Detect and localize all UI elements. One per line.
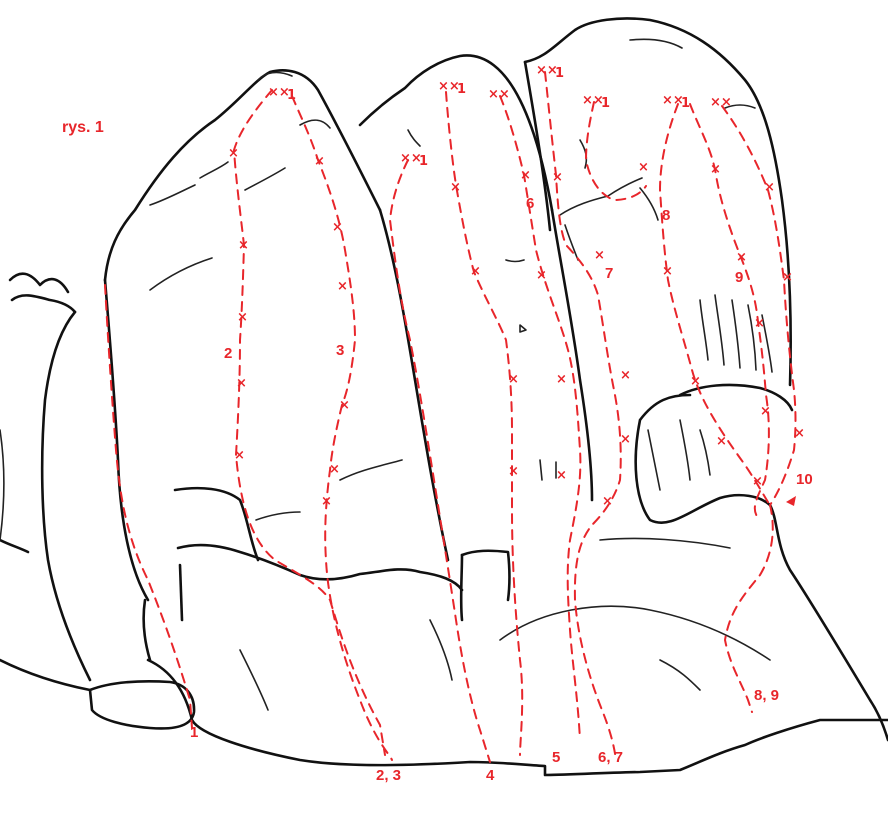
bolt-mark: × xyxy=(508,372,519,387)
bolt-mark: × xyxy=(329,462,340,477)
bolt-mark: × xyxy=(620,368,631,383)
bolt-mark: × xyxy=(710,162,721,177)
anchor-suffix: 1 xyxy=(681,96,690,111)
bolt-mark: × xyxy=(520,168,531,183)
bolt-mark: × xyxy=(782,270,793,285)
base-label-4: 4 xyxy=(486,767,495,784)
bolt-mark: × xyxy=(662,264,673,279)
bolt-mark: × xyxy=(620,432,631,447)
anchor-mark: ×× xyxy=(488,87,510,102)
bolt-mark: × xyxy=(754,316,765,331)
bolt-mark: × xyxy=(602,494,613,509)
bolt-mark: × xyxy=(238,238,249,253)
bolt-mark: × xyxy=(760,404,771,419)
route-label-2: 2 xyxy=(224,345,232,362)
route-label-6: 6 xyxy=(526,195,534,212)
route-label-10: 10 xyxy=(796,471,813,488)
base-label-1: 1 xyxy=(190,724,198,741)
bolt-mark: × xyxy=(470,264,481,279)
bolt-mark: × xyxy=(236,376,247,391)
bolt-mark: × xyxy=(450,180,461,195)
route-2 xyxy=(234,90,385,755)
rock-outline xyxy=(0,18,888,775)
bolt-mark: × xyxy=(508,464,519,479)
bolt-mark: × xyxy=(314,154,325,169)
route-10 xyxy=(725,505,773,712)
route-10-arrow xyxy=(786,496,796,506)
bolt-mark: × xyxy=(237,310,248,325)
anchors: ××1××1××1××××1××1××1×× xyxy=(268,63,732,169)
bolt-mark: × xyxy=(736,250,747,265)
bolt-mark: × xyxy=(764,180,775,195)
bolt-mark: × xyxy=(690,374,701,389)
route-4b xyxy=(390,160,490,762)
bolt-mark: × xyxy=(716,434,727,449)
anchor-suffix: 1 xyxy=(601,96,610,111)
anchor-suffix: 1 xyxy=(419,154,428,169)
bolt-mark: × xyxy=(794,426,805,441)
anchor-suffix: 1 xyxy=(457,82,466,97)
bolt-mark: × xyxy=(332,220,343,235)
bolt-mark: × xyxy=(337,279,348,294)
route-label-9: 9 xyxy=(735,269,743,286)
bolt-mark: × xyxy=(594,248,605,263)
routes xyxy=(105,72,796,762)
bolt-mark: × xyxy=(552,170,563,185)
bolts: × × × × × × × × × × × × × × × × × × × × × × × × × × × × × × × × × × × × xyxy=(228,146,805,509)
anchor-mark: ×× xyxy=(710,95,732,110)
route-label-3: 3 xyxy=(336,342,344,359)
bolt-mark: × xyxy=(638,160,649,175)
anchor-suffix: 1 xyxy=(555,66,564,81)
bolt-mark: × xyxy=(536,268,547,283)
route-base-labels: 1 2, 3 4 5 6, 7 8, 9 xyxy=(190,687,779,784)
bolt-mark: × xyxy=(556,468,567,483)
bolt-mark: × xyxy=(339,398,350,413)
route-label-8: 8 xyxy=(662,207,670,224)
bolt-mark: × xyxy=(321,494,332,509)
base-label-2-3: 2, 3 xyxy=(376,767,401,784)
bolt-mark: × xyxy=(234,448,245,463)
bolt-mark: × xyxy=(556,372,567,387)
anchor-suffix: 1 xyxy=(287,88,296,103)
figure-title: rys. 1 xyxy=(62,119,104,136)
bolt-mark: × xyxy=(752,474,763,489)
route-label-7: 7 xyxy=(605,265,613,282)
base-label-8-9: 8, 9 xyxy=(754,687,779,704)
route-3 xyxy=(292,96,392,760)
base-label-6-7: 6, 7 xyxy=(598,749,623,766)
bolt-mark: × xyxy=(228,146,239,161)
route-7 xyxy=(586,102,646,200)
base-label-5: 5 xyxy=(552,749,560,766)
